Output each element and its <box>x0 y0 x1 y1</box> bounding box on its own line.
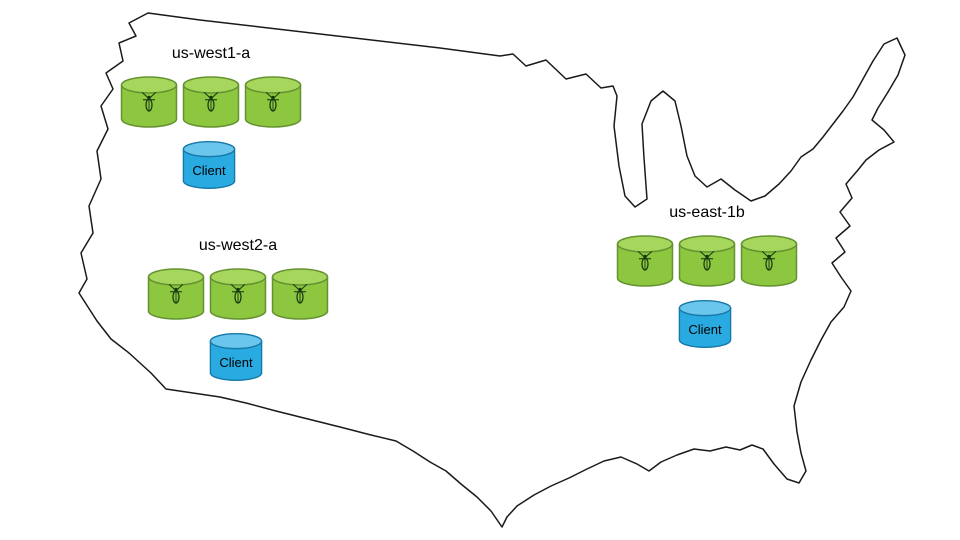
db-node <box>182 76 240 128</box>
db-node <box>147 268 205 320</box>
client-node: Client <box>678 299 732 349</box>
db-node <box>271 268 329 320</box>
region-us-west1-a: us-west1-a Client <box>120 44 302 190</box>
client-node: Client <box>182 140 236 190</box>
node-group <box>147 268 329 320</box>
client-node: Client <box>209 332 263 382</box>
db-node <box>120 76 178 128</box>
db-node <box>616 235 674 287</box>
region-us-west2-a: us-west2-a Client <box>147 236 329 382</box>
region-label: us-west1-a <box>171 45 251 62</box>
client-cylinder-icon <box>182 140 236 190</box>
db-node <box>678 235 736 287</box>
node-group <box>616 235 798 287</box>
region-label: us-west2-a <box>198 237 278 254</box>
db-node <box>244 76 302 128</box>
client-cylinder-icon <box>209 332 263 382</box>
db-node <box>740 235 798 287</box>
node-group <box>120 76 302 128</box>
db-node <box>209 268 267 320</box>
region-label: us-east-1b <box>669 204 745 221</box>
client-cylinder-icon <box>678 299 732 349</box>
region-us-east-1b: us-east-1b Client <box>616 203 798 349</box>
